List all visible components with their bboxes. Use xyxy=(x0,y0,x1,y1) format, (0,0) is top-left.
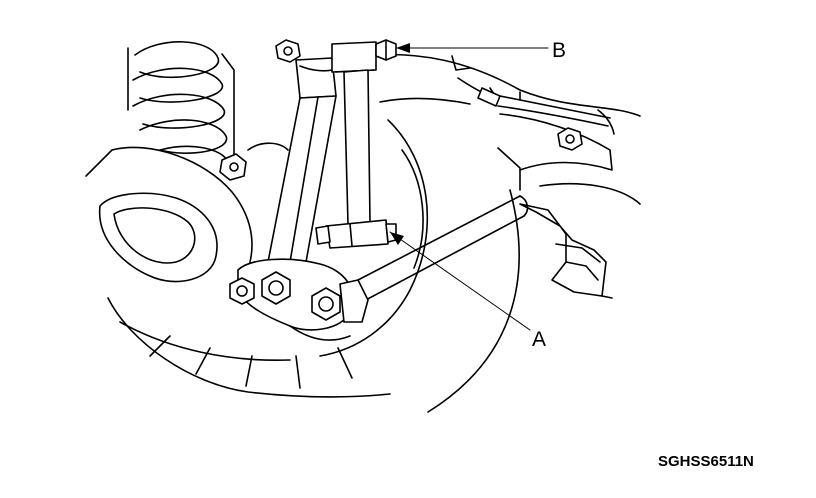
trailing-arm xyxy=(85,146,253,283)
callout-a: A xyxy=(389,231,546,351)
frame-nut xyxy=(557,127,583,151)
stabilizer-bar xyxy=(357,195,529,303)
brake-hose xyxy=(457,77,611,127)
callout-a-label: A xyxy=(532,328,546,351)
link-nut-upper xyxy=(375,39,397,61)
hub-assembly xyxy=(229,258,369,341)
bracket xyxy=(519,203,607,297)
ball-joint xyxy=(219,142,289,181)
brake-disc xyxy=(107,119,429,398)
figure-code: SGHSS6511N xyxy=(658,453,754,470)
callout-b: B xyxy=(395,39,566,62)
coil-spring xyxy=(127,41,235,163)
shock-absorber xyxy=(265,57,337,283)
mud-guard xyxy=(427,189,520,413)
callout-b-label: B xyxy=(552,39,566,62)
upper-nut xyxy=(275,39,301,63)
stabilizer-link xyxy=(315,41,397,249)
body-panel xyxy=(359,53,641,299)
